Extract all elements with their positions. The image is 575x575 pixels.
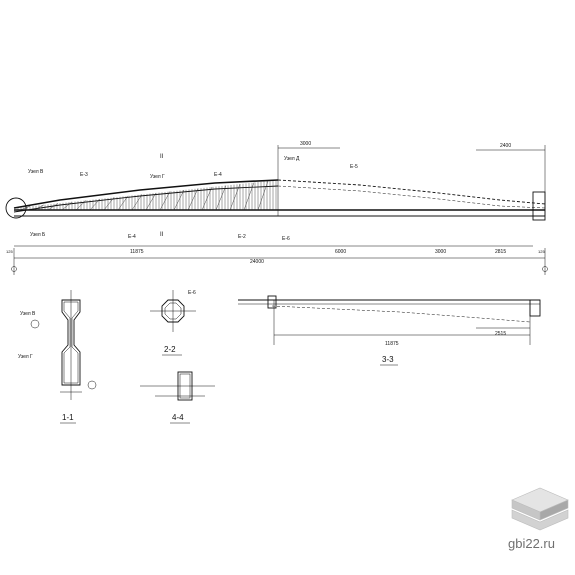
section-3-3: 11875 2515 3-3	[238, 295, 541, 366]
watermark-text: gbi22.ru	[508, 536, 555, 551]
section-3-3-dim-2515: 2515	[495, 331, 506, 337]
rebar-diagonal	[75, 200, 87, 211]
section-2-2-label: Е-6	[188, 290, 196, 296]
rebar-hatching	[17, 180, 277, 211]
node-label-g: Узел Г	[150, 174, 165, 180]
rebar-diagonal	[173, 189, 185, 211]
dim-start-125: 125	[6, 249, 13, 254]
elem-label-e3: Е-3	[80, 172, 88, 178]
section-3-3-left-block	[267, 295, 277, 309]
section-2-2: Е-6 2-2	[150, 290, 196, 356]
right-support	[532, 191, 546, 221]
watermark-logo	[511, 487, 569, 531]
main-elevation: 3000 2400 11875 24000 6000 3000 2815 125…	[5, 141, 548, 275]
dim-left-span: 11875	[130, 249, 144, 255]
rebar-diagonal	[89, 198, 101, 211]
top-chord-left-inner	[13, 185, 279, 213]
rebar-diagonal	[243, 182, 255, 211]
section-1-1-node-top: Узел В	[20, 311, 36, 317]
rebar-diagonal	[19, 206, 31, 211]
rebar-diagonal	[117, 195, 129, 211]
elem-label-e2: Е-2	[238, 234, 246, 240]
rebar-diagonal	[201, 186, 213, 211]
elem-label-e5: Е-5	[350, 164, 358, 170]
section-3-3-dim-total: 11875	[385, 341, 399, 347]
rebar-diagonal	[103, 197, 115, 211]
top-chord-left	[13, 179, 279, 209]
section-1-1-title: 1-1	[62, 413, 74, 422]
section-1-1-callout-2	[87, 380, 97, 390]
section-4-4: 4-4	[140, 371, 215, 424]
top-chord-right-inner	[277, 185, 546, 209]
section-1-1-callout-1	[30, 319, 40, 329]
rebar-diagonal	[229, 183, 241, 211]
right-axis-marker	[542, 266, 548, 272]
rebar-diagonal	[159, 191, 171, 211]
node-label-v: Узел В	[28, 169, 44, 175]
rebar-diagonal	[131, 194, 143, 211]
rebar-diagonal	[47, 203, 59, 211]
elem-label-e4-top: Е-4	[214, 172, 222, 178]
section-3-3-right-block	[529, 299, 541, 317]
left-end-node	[5, 197, 27, 219]
left-axis-marker	[11, 266, 17, 272]
section-2-2-title: 2-2	[164, 345, 176, 354]
dim-6000: 6000	[335, 249, 346, 255]
rebar-diagonal	[187, 188, 199, 211]
section-2-2-inner	[164, 302, 182, 320]
rebar-diagonal	[145, 192, 157, 211]
section-1-1: Узел В Узел Г 1-1	[18, 290, 97, 424]
section-1-1-inner	[63, 301, 79, 384]
elem-label-e6: Е-6	[282, 236, 290, 242]
dim-2815: 2815	[495, 249, 506, 255]
section-mark-bottom: II	[160, 232, 164, 238]
section-3-3-profile	[271, 305, 531, 323]
node-label-d: Узел Д	[284, 156, 300, 162]
rebar-diagonal	[257, 180, 269, 211]
dim-upper-2400: 2400	[500, 143, 511, 149]
node-label-b: Узел Б	[30, 232, 46, 238]
section-1-1-outline	[61, 299, 81, 386]
rebar-diagonal	[61, 201, 73, 211]
top-chord-right	[277, 179, 546, 205]
section-mark-top: II	[160, 154, 164, 160]
section-3-3-title: 3-3	[382, 355, 394, 364]
section-4-4-title: 4-4	[172, 413, 184, 422]
dim-upper-3000: 3000	[300, 141, 311, 147]
rebar-diagonal	[215, 185, 227, 211]
section-1-1-node-bottom: Узел Г	[18, 354, 33, 360]
section-2-2-outline	[161, 299, 185, 323]
rebar-diagonal	[33, 204, 45, 211]
dim-3000: 3000	[435, 249, 446, 255]
dim-end-125: 125	[538, 249, 545, 254]
dim-total: 24000	[250, 259, 264, 265]
elem-label-e4-bottom: Е-4	[128, 234, 136, 240]
